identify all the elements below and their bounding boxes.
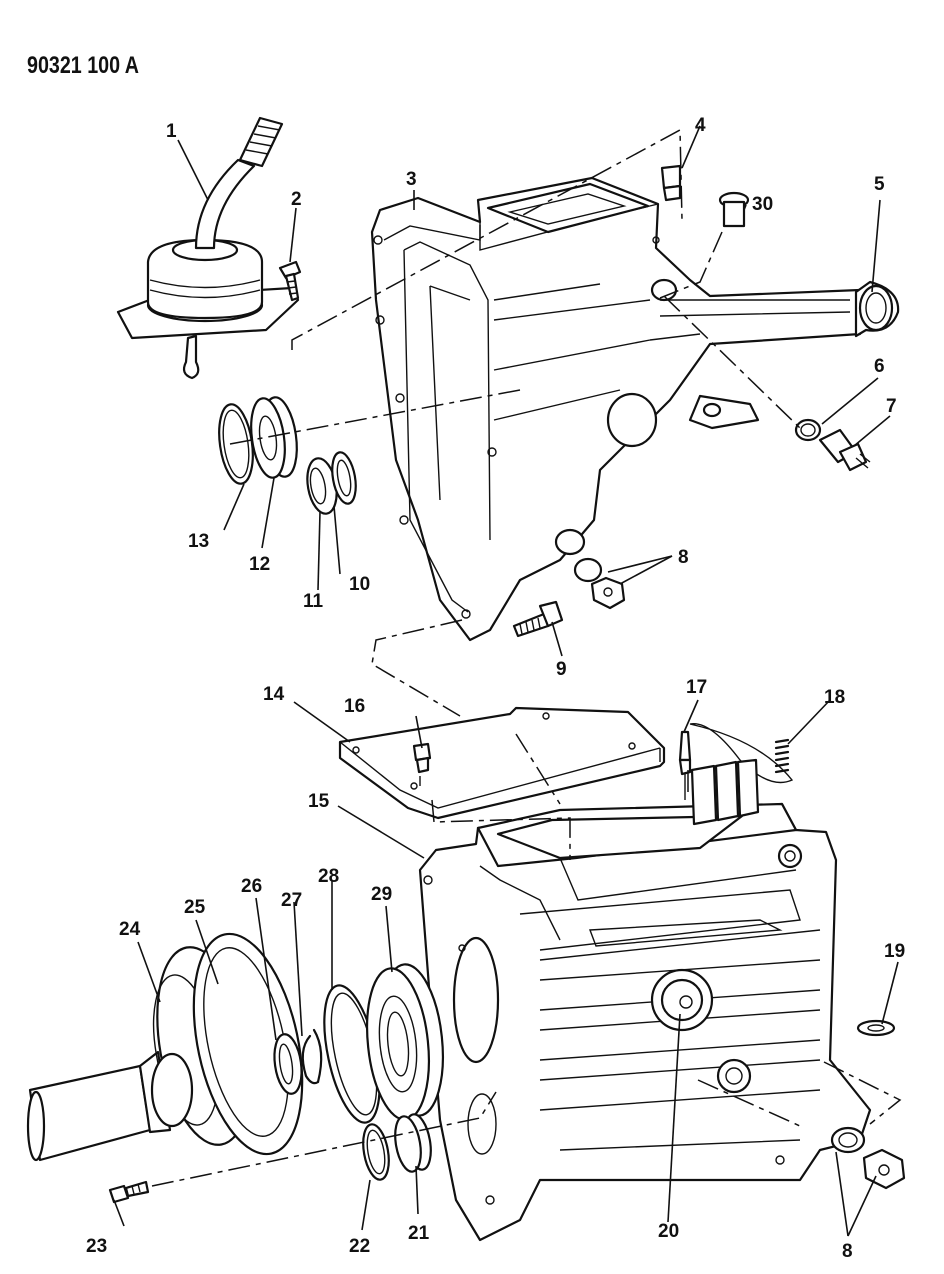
callout-28: 28 [318, 866, 339, 887]
front-bearing-29 [366, 963, 444, 1121]
callout-3: 3 [406, 169, 417, 190]
callout-15: 15 [308, 791, 330, 812]
callout-14: 14 [263, 684, 285, 705]
drain-plug-8-lower [830, 1126, 906, 1190]
washer-19 [856, 1019, 896, 1037]
callout-12: 12 [249, 554, 270, 575]
callout-20: 20 [658, 1221, 679, 1242]
bolt-9 [512, 600, 564, 638]
callout-8a: 8 [678, 547, 689, 568]
figure-id: 90321 100 A [27, 52, 139, 79]
callout-18: 18 [824, 687, 845, 708]
snap-ring-27 [301, 1028, 323, 1085]
washer-6 [794, 418, 822, 442]
callout-8b: 8 [842, 1241, 853, 1262]
callout-25: 25 [184, 897, 206, 918]
retainer-bolt-23 [108, 1180, 150, 1204]
callout-13: 13 [188, 531, 209, 552]
fill-plug-30 [718, 191, 750, 228]
bolt-2 [278, 260, 302, 302]
callout-16: 16 [344, 696, 365, 717]
callout-21: 21 [408, 1223, 430, 1244]
callout-26: 26 [241, 876, 262, 897]
seal-22 [362, 1123, 390, 1181]
drain-plug-8-upper [573, 557, 626, 610]
callout-9: 9 [556, 659, 567, 680]
callout-labels: 1 2 3 4 5 6 7 8 9 10 11 12 13 14 15 16 1… [86, 115, 905, 1262]
top-cover-14 [338, 706, 666, 820]
callout-22: 22 [349, 1236, 370, 1257]
switch-7 [818, 428, 871, 472]
callout-1: 1 [166, 121, 177, 142]
vent-plug-4 [660, 164, 682, 202]
leader-lines [113, 125, 899, 1237]
cover-bolt-16 [412, 742, 432, 786]
callout-7: 7 [886, 396, 897, 417]
callout-11: 11 [303, 591, 324, 612]
transmission-case-15 [418, 758, 872, 1242]
callout-29: 29 [371, 884, 392, 905]
callout-6: 6 [874, 356, 885, 377]
callout-23: 23 [86, 1236, 107, 1257]
extension-housing [370, 176, 900, 642]
callout-4: 4 [695, 115, 706, 136]
snap-ring-13 [218, 403, 254, 485]
bearing-12 [250, 396, 298, 479]
callout-19: 19 [884, 941, 905, 962]
bushing-21 [394, 1113, 432, 1173]
callout-5: 5 [874, 174, 885, 195]
callout-2: 2 [291, 189, 302, 210]
shift-lever-assembly [116, 116, 300, 380]
callout-27: 27 [281, 890, 302, 911]
detent-spring-18 [689, 722, 794, 784]
callout-17: 17 [686, 677, 707, 698]
oil-seal-26 [273, 1033, 303, 1095]
seal-10 [331, 451, 357, 505]
callout-24: 24 [119, 919, 141, 940]
callout-10: 10 [349, 574, 370, 595]
callout-30: 30 [752, 194, 773, 215]
bushing-11 [306, 457, 338, 515]
